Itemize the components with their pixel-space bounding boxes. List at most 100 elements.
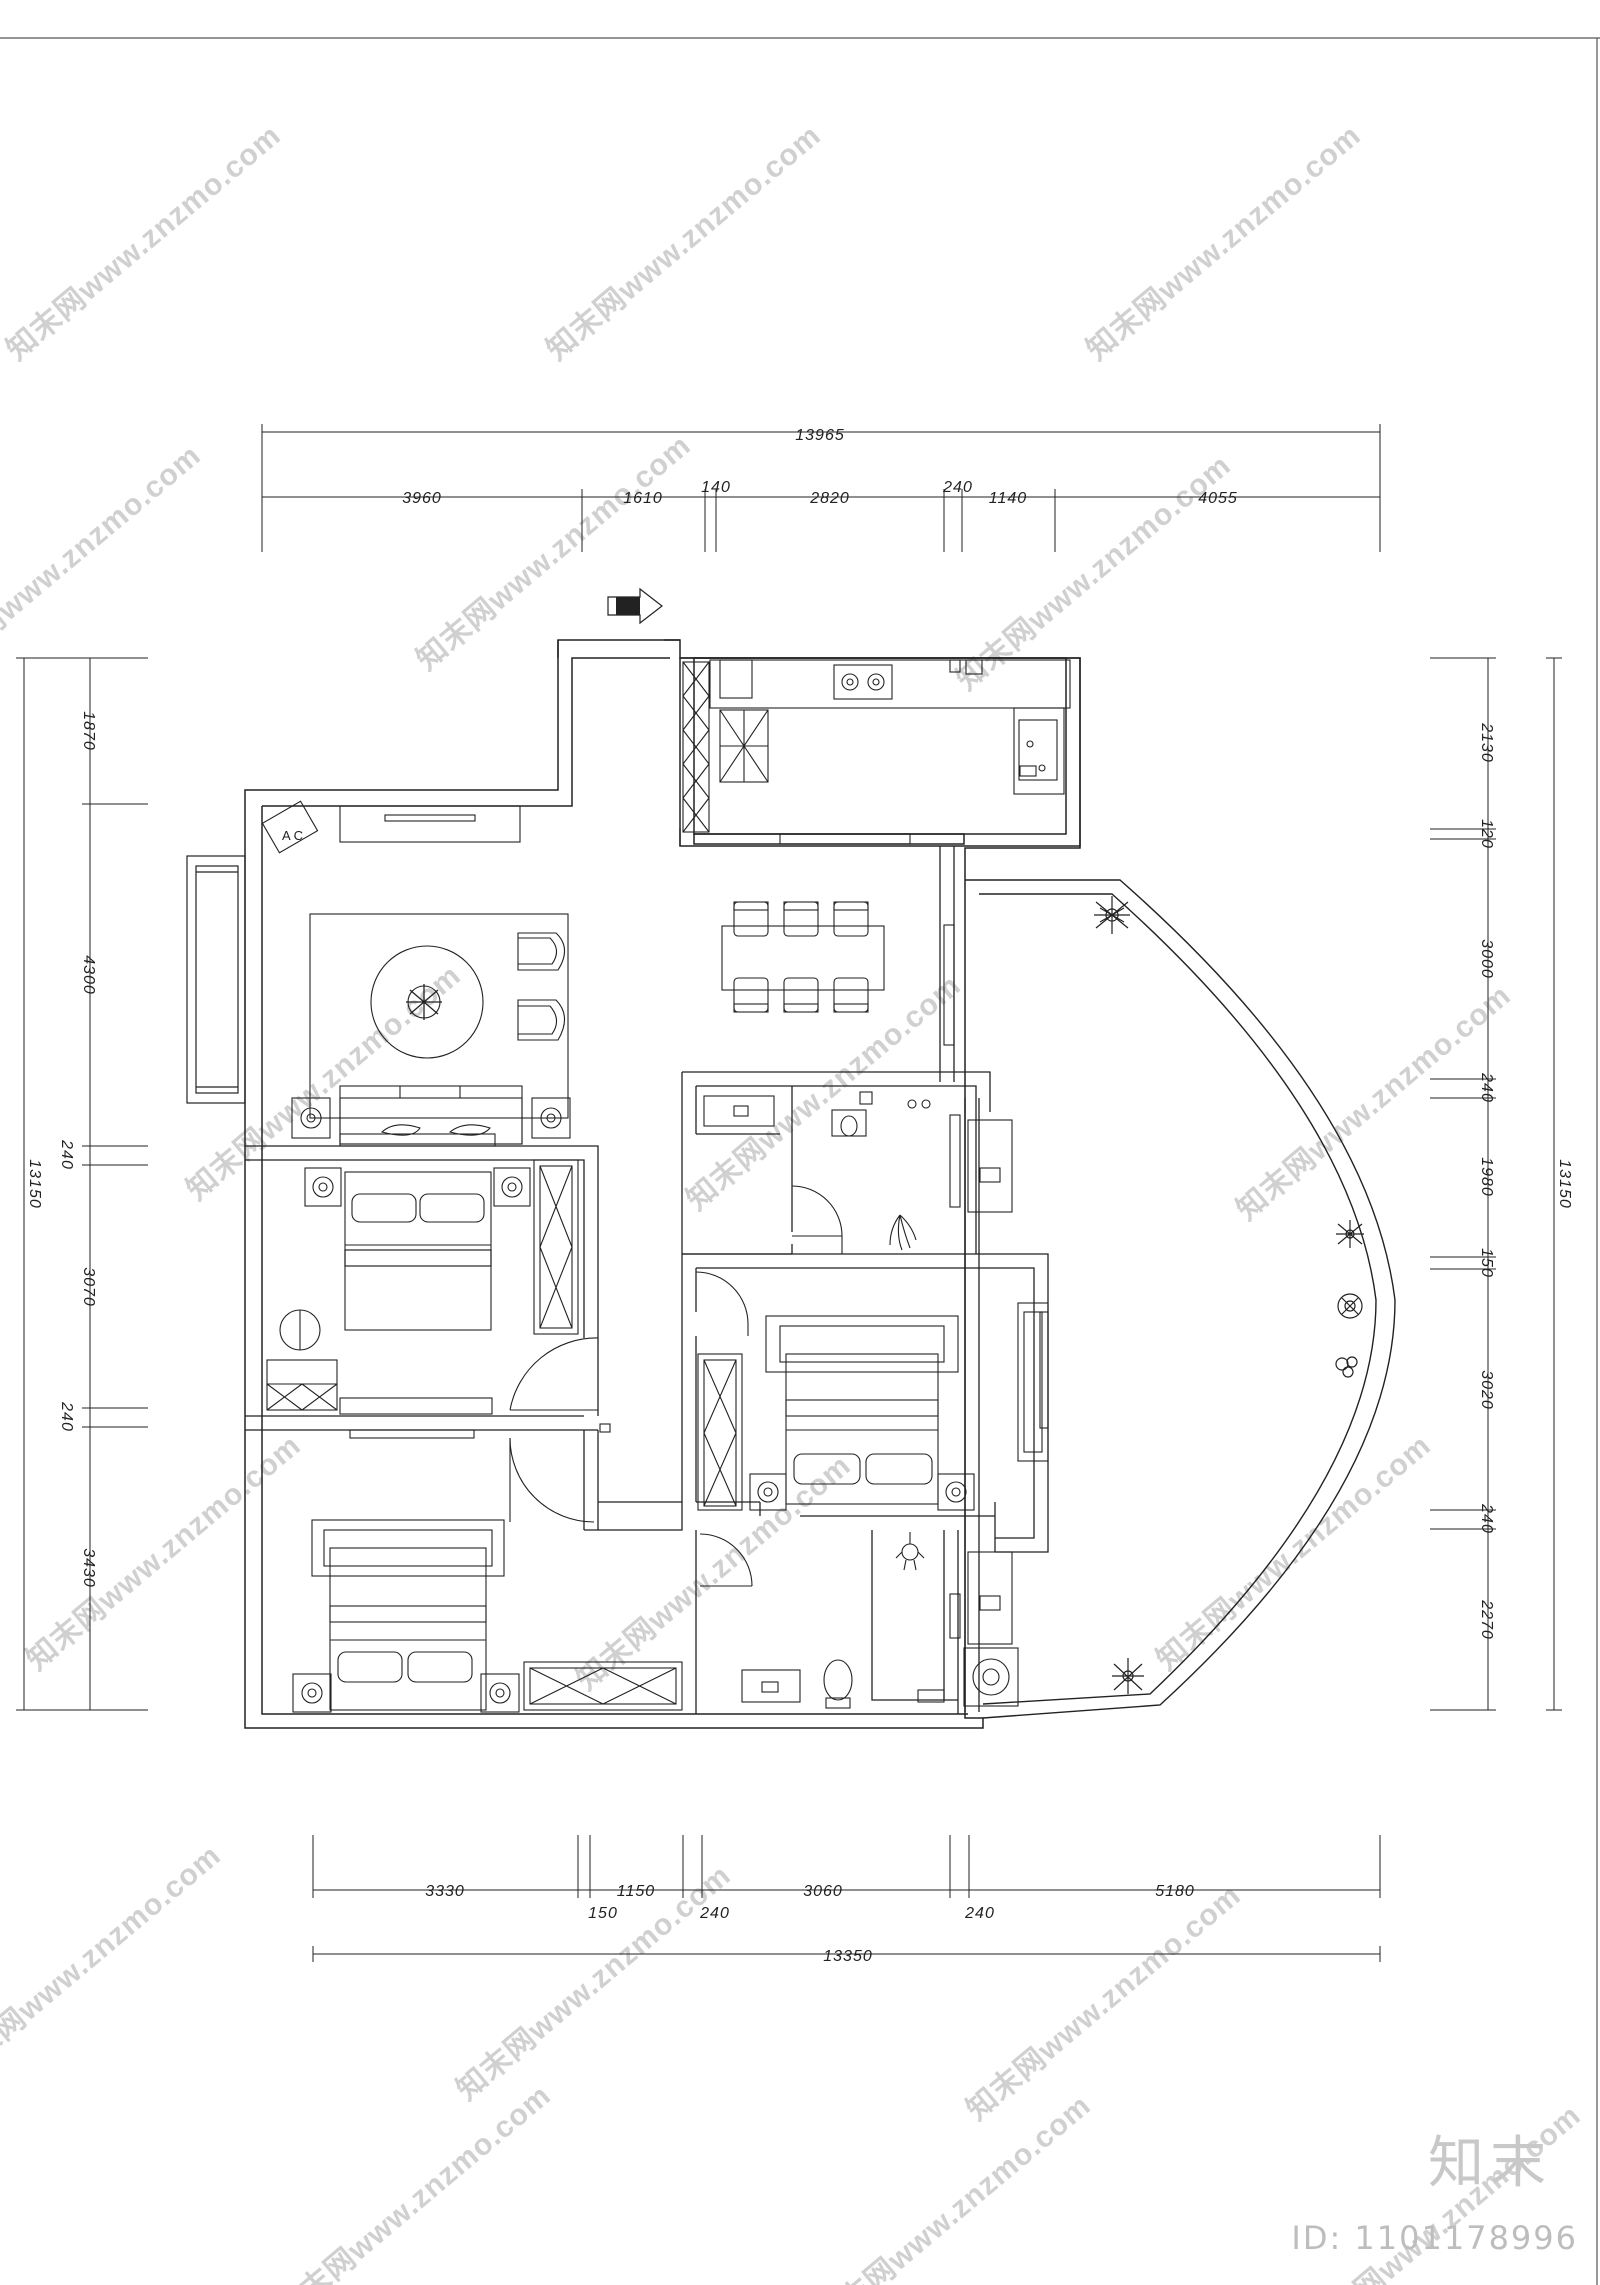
squat-toilet-icon bbox=[831, 1109, 867, 1137]
dining-furniture bbox=[721, 901, 885, 1013]
watermark-text: 知末网www.znzmo.com bbox=[681, 969, 968, 1217]
dimension-labels: 13965 3960 1610 140 2820 240 1140 4055 3… bbox=[26, 427, 1573, 1965]
bedroom-3-furniture bbox=[695, 1271, 975, 1511]
headboard bbox=[311, 1519, 505, 1577]
dim-left-overall: 13150 bbox=[26, 1159, 43, 1209]
exterior-walls bbox=[244, 639, 1081, 1729]
balcony-plants bbox=[1094, 896, 1364, 1694]
plant-icon bbox=[1336, 1220, 1364, 1248]
watermark-text: 知末网www.znzmo.com bbox=[1231, 979, 1518, 1227]
plant-icon bbox=[1337, 1293, 1363, 1319]
dimension-lines bbox=[16, 424, 1562, 1962]
watermark-text: 知末网www.znzmo.com bbox=[451, 1859, 738, 2107]
dim-top-overall: 13965 bbox=[795, 427, 845, 444]
dim-bottom-seg: 240 bbox=[699, 1905, 730, 1922]
watermark-text: 知末网www.znzmo.com bbox=[271, 2079, 558, 2285]
dim-top-seg: 140 bbox=[701, 479, 731, 496]
watermark-text: 知末网www.znzmo.com bbox=[1081, 119, 1368, 367]
watermark-text: 知末网www.znzmo.com bbox=[961, 1879, 1248, 2127]
dim-top-seg: 3960 bbox=[402, 490, 442, 507]
watermark-text: 知末网www.znzmo.com bbox=[21, 1429, 308, 1677]
dim-right-seg: 3000 bbox=[1478, 939, 1495, 979]
dim-right-seg: 2130 bbox=[1478, 722, 1495, 763]
plant-icon bbox=[889, 1214, 917, 1251]
watermark-text: 知末网www.znzmo.com bbox=[1151, 1429, 1438, 1677]
kitchen-fixtures bbox=[682, 659, 1071, 833]
dim-left-seg: 4300 bbox=[80, 955, 97, 995]
plant-icon bbox=[1094, 896, 1130, 934]
dim-top-seg: 240 bbox=[942, 479, 973, 496]
doors bbox=[509, 1337, 599, 1523]
bathroom-1-fixtures bbox=[703, 1091, 1013, 1254]
wardrobe bbox=[523, 1661, 683, 1711]
headboard bbox=[765, 1315, 959, 1373]
nightstand bbox=[480, 1673, 520, 1713]
ac-label: A C bbox=[282, 828, 303, 843]
washing-machine-icon bbox=[963, 1647, 1019, 1707]
dim-left-seg: 240 bbox=[58, 1401, 75, 1432]
vanity bbox=[967, 1119, 1013, 1213]
dim-top-seg: 4055 bbox=[1198, 490, 1238, 507]
dim-right-seg: 150 bbox=[1478, 1248, 1495, 1278]
dim-bottom-seg: 150 bbox=[588, 1905, 618, 1922]
watermark-text: 知末网www.znzmo.com bbox=[541, 119, 828, 367]
toilet-icon bbox=[823, 1659, 853, 1709]
rug bbox=[309, 913, 569, 1119]
dim-right-seg: 3020 bbox=[1478, 1370, 1495, 1410]
dim-left-seg: 3070 bbox=[80, 1267, 97, 1307]
brand-watermark: 知末 bbox=[1428, 2131, 1552, 2196]
side-table bbox=[291, 1097, 331, 1139]
sink-icon bbox=[1018, 719, 1058, 781]
nightstand bbox=[937, 1473, 975, 1511]
coffee-table bbox=[370, 945, 484, 1059]
living-bay-window bbox=[186, 855, 246, 1104]
bed bbox=[344, 1171, 492, 1331]
dim-bottom-seg: 3330 bbox=[425, 1883, 465, 1900]
wardrobe bbox=[697, 1353, 743, 1511]
windows bbox=[339, 805, 1049, 1639]
plant-icon bbox=[1335, 1356, 1358, 1378]
dim-bottom-seg: 3060 bbox=[803, 1883, 843, 1900]
dim-top-seg: 1140 bbox=[989, 490, 1027, 507]
watermark-text: 知末网www.znzmo.com bbox=[811, 2089, 1098, 2285]
dim-bottom-seg: 5180 bbox=[1155, 1883, 1195, 1900]
bedroom-1-furniture bbox=[292, 1519, 683, 1713]
dim-right-seg: 240 bbox=[1478, 1072, 1495, 1103]
vanity bbox=[967, 1551, 1013, 1645]
ac-unit-icon: A C bbox=[261, 800, 319, 854]
dining-chairs bbox=[733, 901, 869, 1013]
dim-left-seg: 3430 bbox=[80, 1548, 97, 1588]
dim-left-seg: 240 bbox=[58, 1139, 75, 1170]
dim-bottom-seg: 240 bbox=[964, 1905, 995, 1922]
armchair bbox=[517, 999, 566, 1041]
nightstand bbox=[749, 1473, 787, 1511]
living-room-furniture: A C bbox=[261, 800, 571, 1145]
watermark-text: 知末网www.znzmo.com bbox=[0, 1839, 227, 2087]
door-swing bbox=[509, 1437, 595, 1523]
interior-walls bbox=[245, 828, 1049, 1714]
dim-right-seg: 1980 bbox=[1478, 1157, 1495, 1197]
dim-bottom-overall: 13350 bbox=[823, 1948, 873, 1965]
basin-icon bbox=[741, 1669, 801, 1703]
nightstand bbox=[304, 1167, 342, 1207]
dim-top-seg: 2820 bbox=[809, 490, 850, 507]
basin-icon bbox=[703, 1095, 775, 1127]
dim-left-seg: 1870 bbox=[80, 711, 97, 751]
stove-icon bbox=[833, 664, 893, 700]
wardrobe bbox=[533, 1159, 579, 1335]
dim-right-seg: 240 bbox=[1478, 1503, 1495, 1534]
bedroom-2-furniture bbox=[266, 1159, 579, 1415]
shower-icon bbox=[895, 1532, 925, 1571]
nightstand bbox=[493, 1167, 531, 1207]
side-table bbox=[531, 1097, 571, 1139]
dim-bottom-seg: 1150 bbox=[617, 1883, 655, 1900]
dining-table bbox=[721, 925, 885, 991]
plant-icon bbox=[1112, 1658, 1144, 1694]
nightstand bbox=[292, 1673, 332, 1713]
image-id: ID: 1101178996 bbox=[1291, 2219, 1578, 2257]
door-swing bbox=[509, 1337, 599, 1411]
bed bbox=[785, 1353, 939, 1505]
dim-right-seg: 120 bbox=[1478, 819, 1495, 849]
